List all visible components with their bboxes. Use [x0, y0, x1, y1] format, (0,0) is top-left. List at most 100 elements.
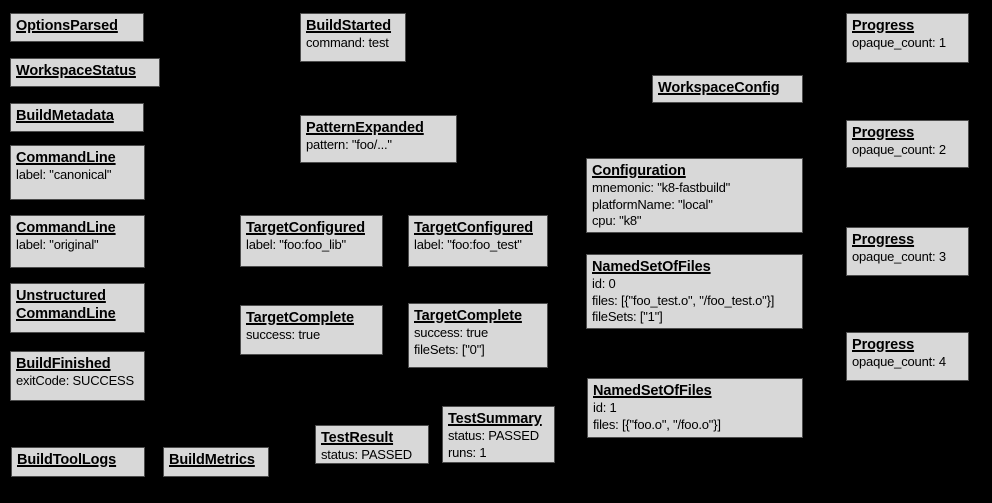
event-node-build-started: BuildStarted command: test — [300, 13, 406, 62]
node-title-line: WorkspaceStatus — [16, 63, 136, 79]
event-node-build-metadata: BuildMetadata — [10, 103, 144, 132]
node-title-line: CommandLine — [16, 220, 116, 236]
event-node-progress-3: Progress opaque_count: 3 — [846, 227, 969, 276]
node-detail-line: label: "original" — [16, 237, 99, 252]
node-details: label: "original" — [16, 237, 140, 254]
node-title: TargetConfigured — [414, 219, 543, 237]
node-detail-line: label: "foo:foo_test" — [414, 237, 522, 252]
node-title: BuildStarted — [306, 17, 401, 35]
node-title: TestSummary — [448, 410, 550, 428]
node-title: BuildToolLogs — [17, 451, 140, 469]
event-node-build-tool-logs: BuildToolLogs — [11, 447, 145, 477]
node-title-line: Unstructured — [16, 288, 106, 304]
node-title-line: Progress — [852, 125, 915, 141]
node-details: opaque_count: 1 — [852, 35, 964, 52]
node-details: opaque_count: 4 — [852, 354, 964, 371]
node-title-line: TargetComplete — [246, 310, 354, 326]
node-details: exitCode: SUCCESS — [16, 373, 140, 390]
node-title-line: BuildFinished — [16, 356, 111, 372]
node-title-line: BuildToolLogs — [17, 452, 117, 468]
node-detail-line: opaque_count: 3 — [852, 249, 946, 264]
event-node-build-metrics: BuildMetrics — [163, 447, 269, 477]
node-title-line: WorkspaceConfig — [658, 80, 780, 96]
node-title-line: PatternExpanded — [306, 120, 424, 136]
node-detail-line: fileSets: ["0"] — [414, 341, 485, 357]
node-detail-line: files: [{"foo_test.o", "/foo_test.o"}] — [592, 292, 775, 308]
node-detail-line: command: test — [306, 35, 389, 50]
node-title: TargetComplete — [414, 307, 543, 325]
node-title-line: Progress — [852, 232, 915, 248]
node-detail-line: opaque_count: 4 — [852, 354, 946, 369]
event-node-workspace-config: WorkspaceConfig — [652, 75, 803, 103]
event-node-progress-1: Progress opaque_count: 1 — [846, 13, 969, 63]
node-title: Progress — [852, 124, 964, 142]
node-title: WorkspaceConfig — [658, 79, 798, 97]
node-detail-line: opaque_count: 1 — [852, 35, 946, 50]
event-node-configuration: Configuration mnemonic: "k8-fastbuild"pl… — [586, 158, 803, 233]
node-title-line: Configuration — [592, 163, 686, 179]
node-details: label: "foo:foo_test" — [414, 237, 543, 254]
node-detail-line: success: true — [414, 325, 488, 340]
node-detail-line: label: "canonical" — [16, 167, 112, 182]
node-title: TestResult — [321, 429, 424, 447]
node-details: label: "canonical" — [16, 167, 140, 184]
node-title-line: TestResult — [321, 430, 394, 446]
node-details: pattern: "foo/..." — [306, 137, 452, 154]
node-details: label: "foo:foo_lib" — [246, 237, 378, 254]
node-details: mnemonic: "k8-fastbuild"platformName: "l… — [592, 180, 798, 230]
node-detail-line: status: PASSED — [448, 428, 539, 443]
event-node-command-line-canonical: CommandLine label: "canonical" — [10, 145, 145, 200]
node-title-line: TargetConfigured — [246, 220, 365, 236]
node-details: opaque_count: 2 — [852, 142, 964, 159]
node-details: success: true — [246, 327, 378, 344]
node-title: Configuration — [592, 162, 798, 180]
event-node-options-parsed: OptionsParsed — [10, 13, 144, 42]
node-title: BuildMetrics — [169, 451, 264, 469]
node-detail-line: opaque_count: 2 — [852, 142, 946, 157]
event-node-workspace-status: WorkspaceStatus — [10, 58, 160, 87]
node-title: WorkspaceStatus — [16, 62, 155, 80]
node-detail-line: id: 1 — [593, 400, 617, 415]
node-title-line: NamedSetOfFiles — [592, 259, 711, 275]
node-title: CommandLine — [16, 219, 140, 237]
node-title-line: TargetConfigured — [414, 220, 533, 236]
event-node-pattern-expanded: PatternExpanded pattern: "foo/..." — [300, 115, 457, 163]
node-title-line: BuildMetadata — [16, 108, 114, 124]
node-title-line: TestSummary — [448, 411, 542, 427]
node-title-line: CommandLine — [16, 306, 116, 322]
node-detail-line: cpu: "k8" — [592, 213, 642, 228]
event-node-command-line-original: CommandLine label: "original" — [10, 215, 145, 268]
event-node-progress-2: Progress opaque_count: 2 — [846, 120, 969, 168]
node-title: BuildMetadata — [16, 107, 139, 125]
node-detail-line: success: true — [246, 327, 320, 342]
node-detail-line: platformName: "local" — [592, 196, 713, 212]
node-title-line: NamedSetOfFiles — [593, 383, 712, 399]
node-title: BuildFinished — [16, 355, 140, 373]
event-node-test-result: TestResult status: PASSED — [315, 425, 429, 464]
event-node-target-complete-foo-lib: TargetComplete success: true — [240, 305, 383, 355]
node-detail-line: mnemonic: "k8-fastbuild" — [592, 180, 731, 195]
node-title-line: Progress — [852, 337, 915, 353]
node-title: PatternExpanded — [306, 119, 452, 137]
node-title-line: OptionsParsed — [16, 18, 118, 34]
node-title-line: BuildStarted — [306, 18, 392, 34]
node-title-line: BuildMetrics — [169, 452, 255, 468]
node-title: OptionsParsed — [16, 17, 139, 35]
event-node-target-configured-foo-test: TargetConfigured label: "foo:foo_test" — [408, 215, 548, 267]
node-details: command: test — [306, 35, 401, 52]
node-title: NamedSetOfFiles — [593, 382, 798, 400]
node-title: TargetComplete — [246, 309, 378, 327]
node-title: Progress — [852, 231, 964, 249]
node-detail-line: pattern: "foo/..." — [306, 137, 392, 152]
node-title: TargetConfigured — [246, 219, 378, 237]
node-details: opaque_count: 3 — [852, 249, 964, 266]
